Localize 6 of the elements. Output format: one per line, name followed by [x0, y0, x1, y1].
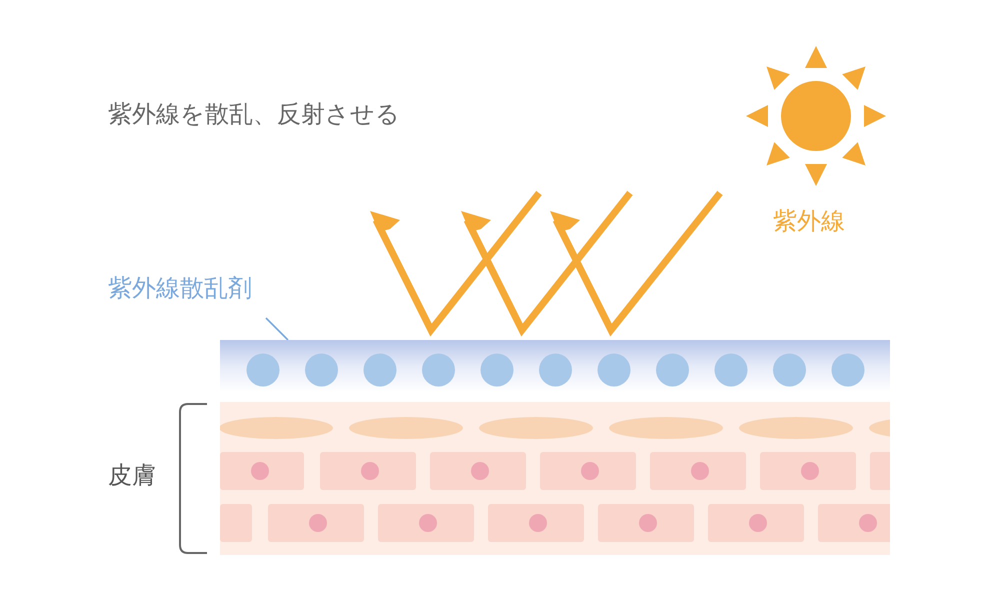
uv-label: 紫外線: [773, 209, 845, 233]
leader-line: [265, 317, 289, 341]
description-text: 紫外線を散乱、反射させる: [108, 102, 400, 126]
skin-label: 皮膚: [108, 463, 156, 487]
skin-layer: [220, 402, 890, 555]
scattering-agent-label: 紫外線散乱剤: [108, 276, 252, 300]
